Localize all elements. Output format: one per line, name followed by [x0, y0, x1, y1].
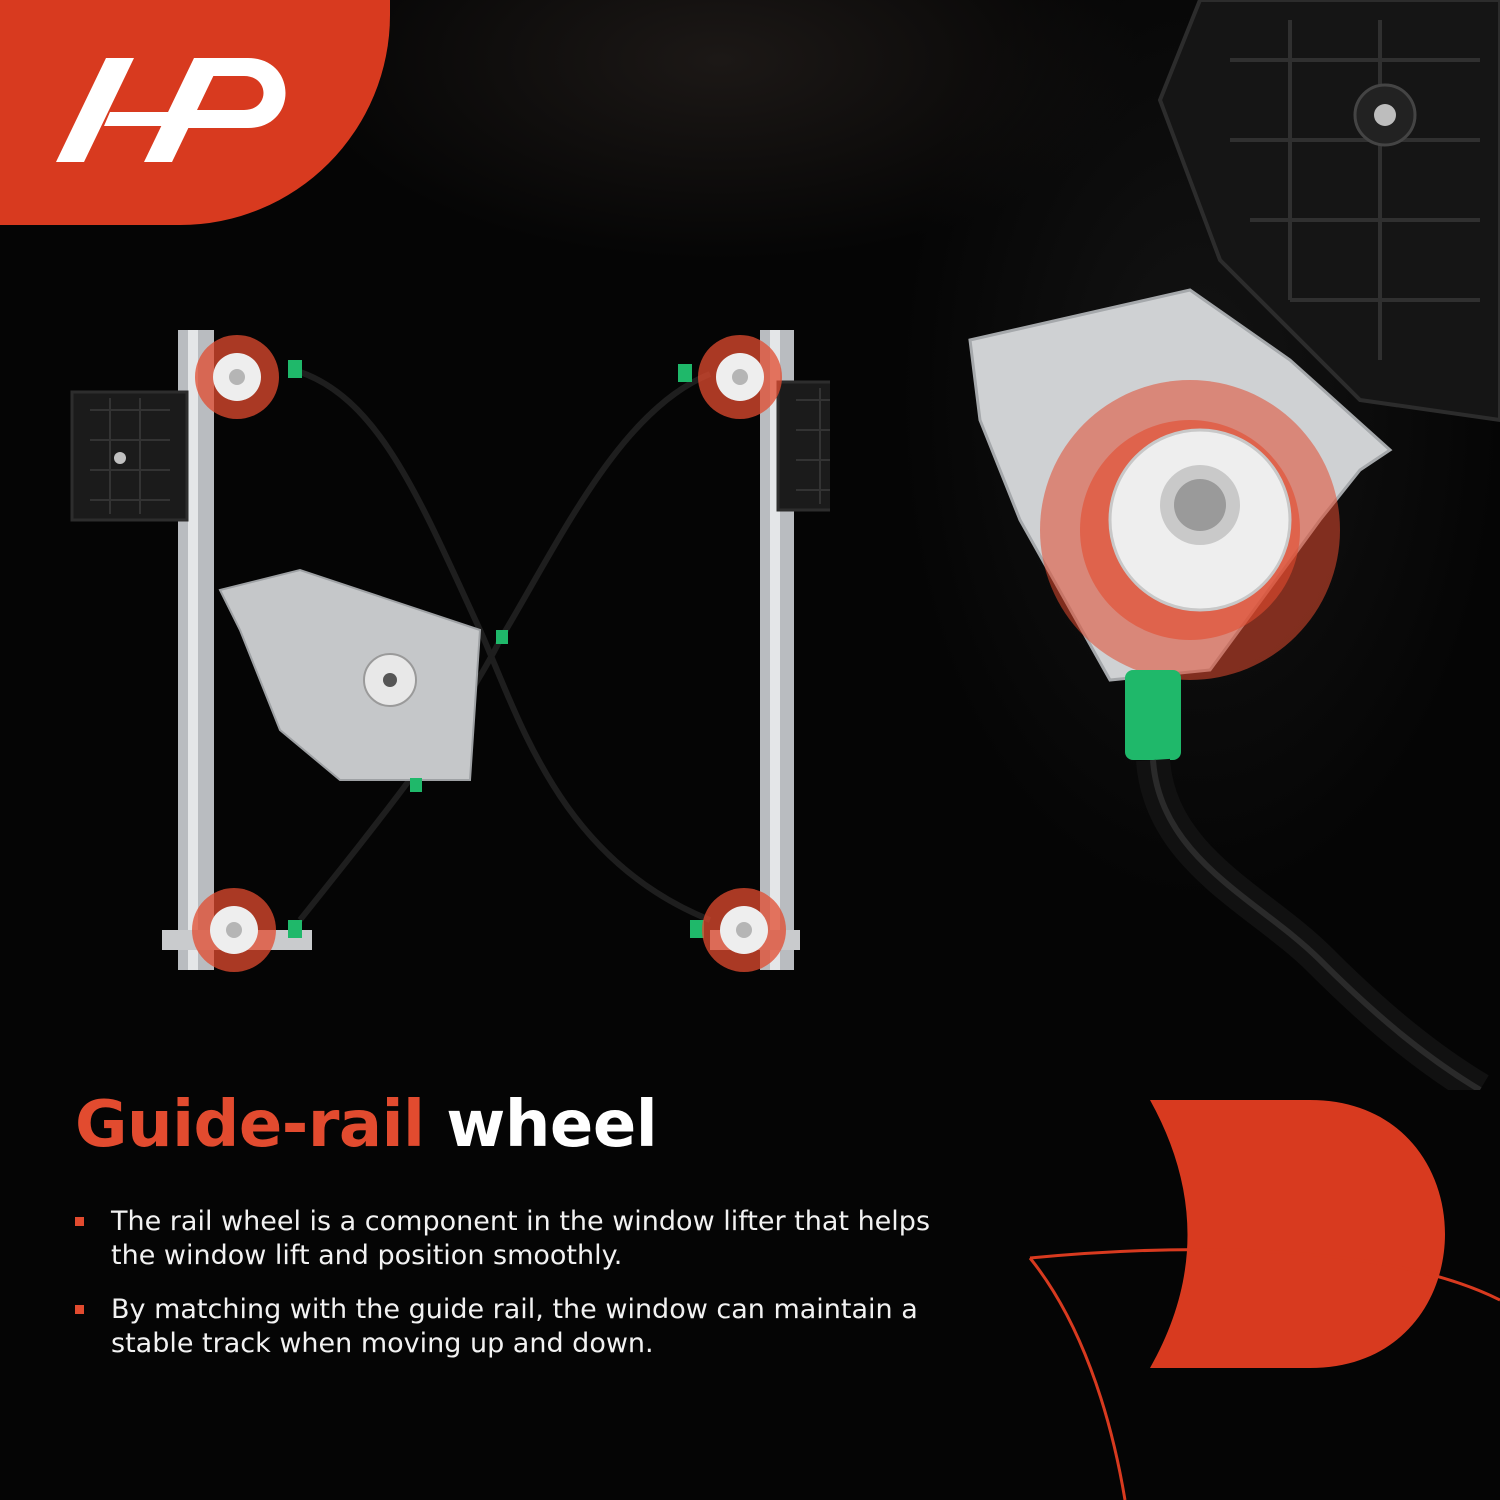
closeup-motor-grid	[1230, 20, 1480, 360]
right-motor-grid	[796, 388, 830, 504]
left-motor-bolt	[114, 452, 126, 464]
left-rail-highlight	[188, 330, 198, 970]
center-pulley-hub	[383, 673, 397, 687]
closeup-motor-housing	[1157, 0, 1500, 423]
feature-text: The rail wheel is a component in the win…	[111, 1206, 931, 1271]
window-regulator-image	[70, 330, 830, 972]
headline-rest: wheel	[424, 1088, 658, 1162]
bullet-square-icon	[75, 1305, 84, 1314]
guide-rail-wheel-closeup	[968, 0, 1500, 1090]
decorative-logo-shape	[1028, 1100, 1500, 1500]
cable-clips	[288, 360, 704, 938]
closeup-cable-clip	[1125, 670, 1181, 760]
feature-item: The rail wheel is a component in the win…	[75, 1205, 935, 1273]
feature-item: By matching with the guide rail, the win…	[75, 1293, 935, 1361]
center-bracket	[218, 568, 482, 781]
headline-accent: Guide-rail	[75, 1088, 425, 1162]
right-rail-highlight	[770, 330, 780, 970]
bullet-square-icon	[75, 1217, 84, 1226]
right-motor-housing	[776, 380, 830, 512]
feature-text: By matching with the guide rail, the win…	[111, 1294, 918, 1359]
closeup-cable	[1136, 758, 1489, 1090]
left-motor-housing	[70, 390, 189, 522]
brand-logo-icon	[56, 58, 286, 162]
decorative-d-shape	[1150, 1100, 1445, 1368]
closeup-cable-highlight	[1150, 759, 1482, 1090]
closeup-motor-bolt	[1374, 104, 1396, 126]
left-motor-grid	[90, 398, 170, 514]
highlighted-wheels	[192, 335, 786, 972]
feature-list: The rail wheel is a component in the win…	[75, 1205, 935, 1381]
headline: Guide-rail wheel	[75, 1088, 658, 1162]
decorative-descender-line	[1028, 1257, 1127, 1500]
closeup-wheel-axle	[1174, 479, 1226, 531]
decorative-curve-line	[1029, 1248, 1500, 1302]
